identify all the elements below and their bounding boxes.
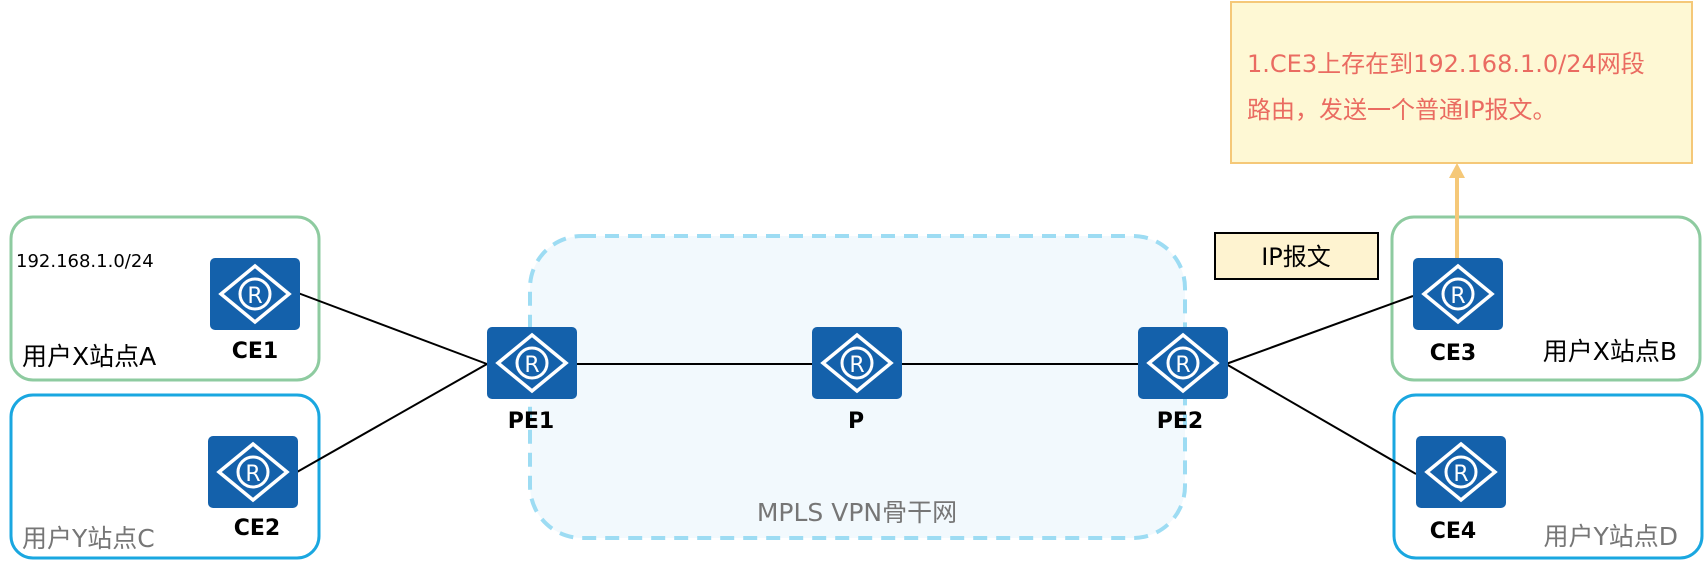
site-b-label: 用户X站点B xyxy=(1543,337,1677,366)
site-c-label: 用户Y站点C xyxy=(22,524,155,553)
site-b-box xyxy=(1390,215,1702,382)
router-ce3[interactable]: CE3 xyxy=(1411,256,1505,366)
router-p[interactable]: P xyxy=(810,325,904,434)
router-icon xyxy=(485,325,579,401)
site-a-box xyxy=(9,215,321,382)
router-ce4[interactable]: CE4 xyxy=(1414,434,1508,544)
router-label-ce3: CE3 xyxy=(1430,341,1476,366)
link-pe2-ce3 xyxy=(1225,295,1414,365)
router-icon xyxy=(1414,434,1508,510)
router-label-pe1: PE1 xyxy=(508,409,554,434)
links xyxy=(296,292,1417,475)
ip-packet-label: IP报文 xyxy=(1261,243,1331,271)
link-ce2-pe1 xyxy=(296,363,488,473)
prefix-label: 192.168.1.0/24 xyxy=(16,251,154,272)
router-label-pe2: PE2 xyxy=(1157,409,1203,434)
site-c-box xyxy=(9,393,321,560)
note-box: 1.CE3上存在到192.168.1.0/24网段 路由，发送一个普通IP报文。 xyxy=(1230,1,1693,164)
router-icon xyxy=(206,434,300,510)
link-pe2-ce4 xyxy=(1225,363,1417,475)
site-d-label: 用户Y站点D xyxy=(1543,522,1678,551)
router-pe1[interactable]: PE1 xyxy=(485,325,579,434)
site-d-box xyxy=(1392,393,1704,560)
router-label-ce1: CE1 xyxy=(232,339,278,364)
ip-packet-tag: IP报文 xyxy=(1214,232,1379,280)
router-label-ce2: CE2 xyxy=(234,516,280,541)
router-icon xyxy=(1411,256,1505,332)
router-label-p: P xyxy=(848,409,864,434)
note-line-2: 路由，发送一个普通IP报文。 xyxy=(1247,96,1557,124)
router-icon xyxy=(208,256,302,332)
router-ce1[interactable]: CE1 xyxy=(208,256,302,364)
link-ce1-pe1 xyxy=(297,292,488,365)
note-line-1: 1.CE3上存在到192.168.1.0/24网段 xyxy=(1247,50,1645,78)
router-ce2[interactable]: CE2 xyxy=(206,434,300,541)
router-icon xyxy=(810,325,904,401)
site-a-label: 用户X站点A xyxy=(22,342,156,371)
router-pe2[interactable]: PE2 xyxy=(1136,325,1230,434)
backbone-label: MPLS VPN骨干网 xyxy=(757,498,957,527)
arrow-to-note xyxy=(1449,163,1465,258)
router-label-ce4: CE4 xyxy=(1430,519,1476,544)
router-icon xyxy=(1136,325,1230,401)
